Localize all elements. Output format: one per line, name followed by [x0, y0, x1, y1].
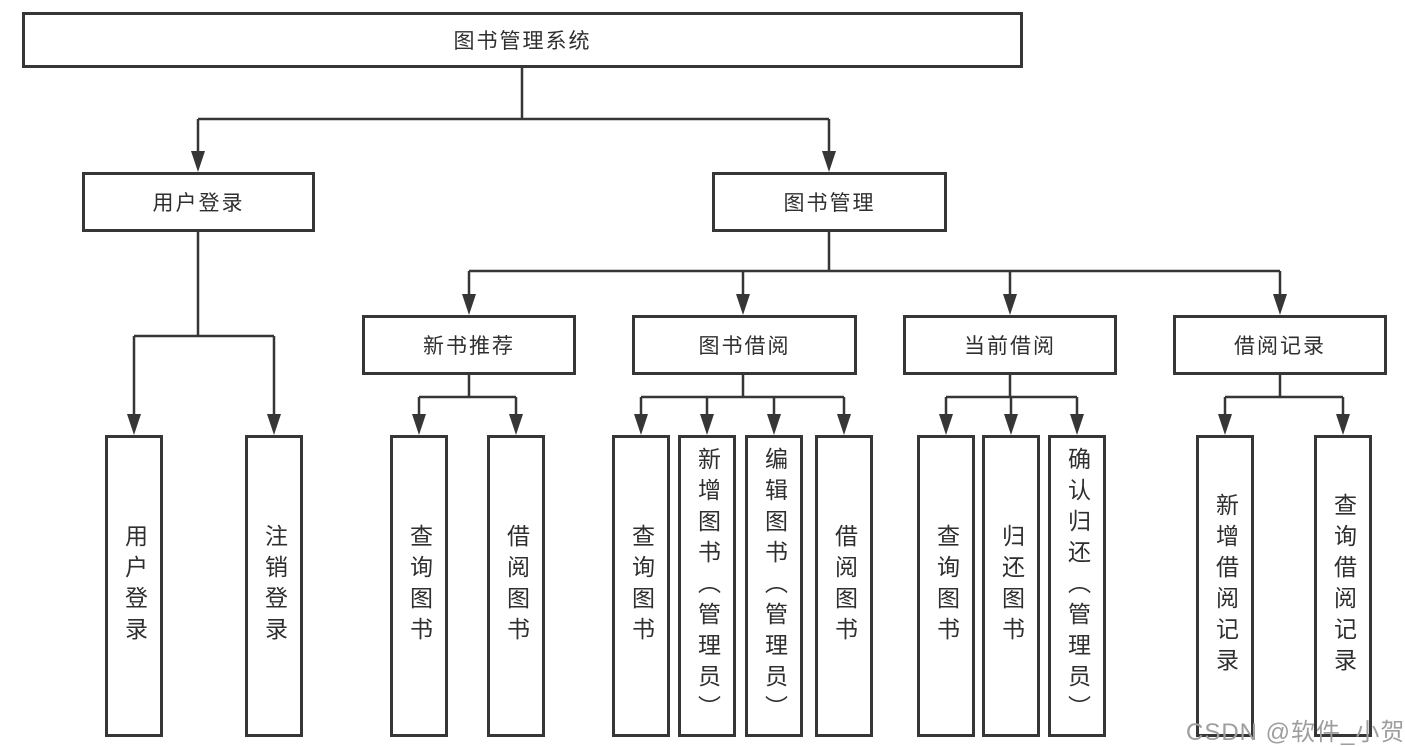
leaf-user-login: 用户登录	[105, 435, 163, 737]
leaf-label: 借阅图书	[831, 524, 858, 648]
leaf-label: 新增借阅记录	[1212, 493, 1239, 679]
node-borrow-record: 借阅记录	[1173, 315, 1387, 375]
leaf-label: 查询借阅记录	[1330, 493, 1357, 679]
leaf-query-books-borrow: 查询图书	[612, 435, 670, 737]
leaf-label: 查询图书	[933, 524, 960, 648]
leaf-confirm-return-admin: 确认归还（管理员）	[1048, 435, 1106, 737]
csdn-watermark: CSDN @软件_小贺同学	[1186, 719, 1405, 746]
leaf-borrow-books-recommend: 借阅图书	[487, 435, 545, 737]
node-label: 图书借阅	[698, 335, 791, 358]
leaf-borrow-books: 借阅图书	[815, 435, 873, 737]
leaf-label: 查询图书	[628, 524, 655, 648]
node-label: 当前借阅	[964, 335, 1056, 358]
leaf-query-books-current: 查询图书	[917, 435, 975, 737]
leaf-return-books: 归还图书	[982, 435, 1040, 737]
leaf-label: 借阅图书	[503, 524, 530, 648]
node-current-borrow: 当前借阅	[903, 315, 1117, 375]
leaf-label: 注销登录	[261, 524, 288, 648]
leaf-label: 新增图书（管理员）	[694, 446, 721, 726]
node-user-login: 用户登录	[82, 172, 315, 232]
leaf-logout: 注销登录	[245, 435, 303, 737]
node-book-management: 图书管理	[712, 172, 947, 232]
connector-paths	[132, 68, 1345, 419]
node-label: 用户登录	[152, 192, 245, 215]
node-label: 图书管理	[783, 192, 876, 215]
leaf-add-borrow-record: 新增借阅记录	[1196, 435, 1254, 737]
leaf-label: 查询图书	[406, 524, 433, 648]
node-new-book-recommend: 新书推荐	[362, 315, 576, 375]
node-book-borrow: 图书借阅	[632, 315, 857, 375]
node-root-library-management-system: 图书管理系统	[22, 12, 1023, 68]
leaf-query-borrow-record: 查询借阅记录	[1314, 435, 1372, 737]
node-label: 图书管理系统	[453, 30, 592, 53]
arrowheads	[127, 151, 1350, 435]
leaf-query-books-recommend: 查询图书	[390, 435, 448, 737]
node-label: 新书推荐	[423, 335, 515, 358]
leaf-edit-book-admin: 编辑图书（管理员）	[745, 435, 803, 737]
leaf-label: 用户登录	[121, 524, 148, 648]
leaf-label: 编辑图书（管理员）	[761, 446, 788, 726]
leaf-label: 确认归还（管理员）	[1064, 446, 1091, 726]
leaf-add-book-admin: 新增图书（管理员）	[678, 435, 736, 737]
node-label: 借阅记录	[1234, 335, 1326, 358]
leaf-label: 归还图书	[998, 524, 1025, 648]
